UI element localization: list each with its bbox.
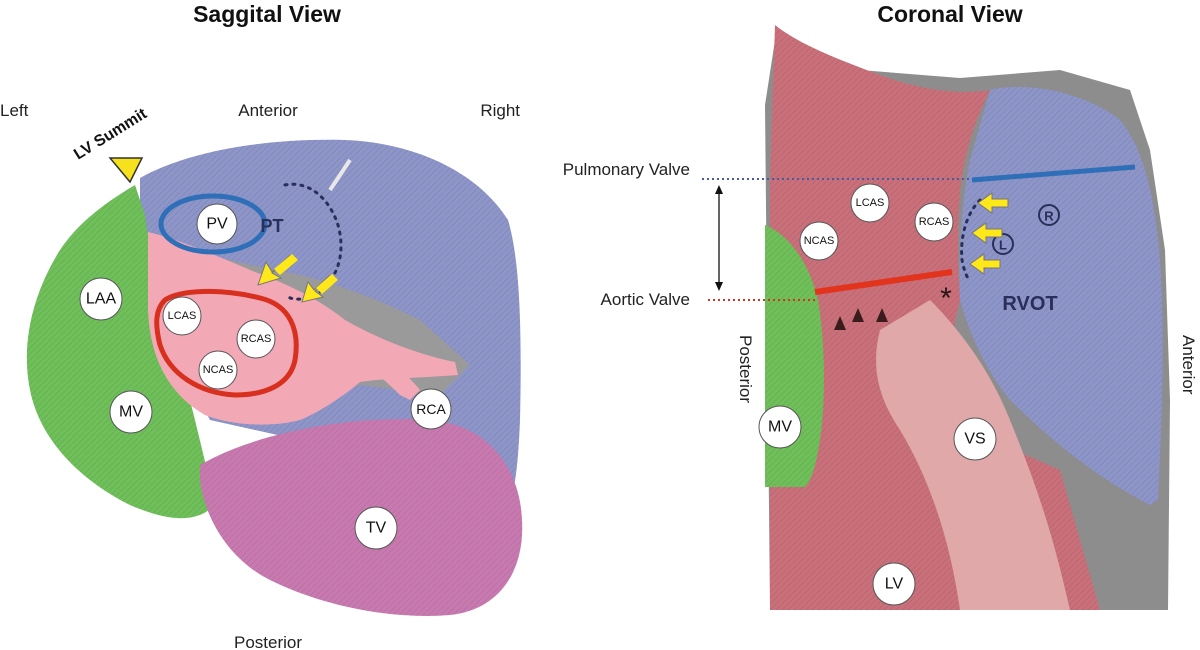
rca-circle: RCA [410,388,452,430]
r-marker: R [1038,204,1060,226]
orientation-left: Left [0,101,29,120]
rca-label: RCA [416,401,446,417]
pv-circle: PV [196,203,238,245]
posterior-label: Posterior [736,335,755,403]
pulmonary-valve-label: Pulmonary Valve [563,160,690,179]
ncas-label: NCAS [203,364,234,376]
coronal-rcas-circle: RCAS [914,202,954,242]
rvot-dotted-arc [960,198,982,280]
orientation-posterior: Posterior [234,633,302,650]
lv-label: LV [885,576,904,593]
triangle-marker-2 [852,308,864,322]
lv-summit-label: LV Summit [71,105,150,163]
l-marker: L [992,233,1014,255]
coronal-arrow-1 [977,192,1009,214]
pv-ring [158,193,268,255]
orientation-anterior: Anterior [238,101,298,120]
pt-pointer-line [328,158,352,192]
aortic-valve-line [814,269,953,295]
asterisk-marker: * [940,282,952,315]
sagittal-view: Saggital View Left Anterior Right Poster… [0,1,523,650]
valve-distance-arrowhead-bottom [715,282,723,291]
vs-label: VS [964,431,985,448]
coronal-ncas-circle: NCAS [799,221,839,261]
coronal-rcas-label: RCAS [919,216,950,228]
laa-circle: LAA [79,277,123,321]
coronal-arrow-3 [969,253,1001,275]
coronal-mv-circle: MV [758,405,802,449]
rca-branch [340,345,420,400]
tv-circle: TV [354,506,398,550]
coronal-view: Coronal View Pulmonary Valve Aortic Valv… [563,1,1198,610]
coronal-lcas-label: LCAS [856,197,885,209]
pv-label: PV [206,216,228,233]
lv-summit-marker [108,157,144,184]
cusp-ring [154,289,299,398]
coronal-mv-label: MV [768,419,792,436]
valve-distance-arrowhead-top [715,185,723,194]
triangle-marker-3 [876,308,888,322]
mv-label: MV [119,404,143,421]
lcas-label: LCAS [168,310,197,322]
pt-label: PT [260,216,283,236]
rcas-circle: RCAS [236,319,276,359]
sagittal-title: Saggital View [193,1,341,27]
vs-circle: VS [953,417,997,461]
coronal-lcas-circle: LCAS [850,183,890,223]
sagittal-arrow-1 [257,254,298,286]
coronal-title: Coronal View [877,1,1022,27]
laa-label: LAA [86,291,117,308]
rvot-texture [959,86,1163,506]
left-atrial-texture [26,185,215,519]
sagittal-arrow-2 [301,274,338,303]
orientation-right: Right [480,101,520,120]
aortic-valve-label: Aortic Valve [601,290,690,309]
coronal-ncas-label: NCAS [804,235,835,247]
r-label: R [1044,209,1054,224]
mv-circle: MV [109,390,153,434]
l-label: L [999,238,1007,253]
anterior-label: Anterior [1179,335,1198,395]
pulmonary-valve-line [971,164,1136,183]
rcas-label: RCAS [241,333,272,345]
pt-dotted-outline [283,182,343,301]
triangle-marker-1 [834,316,846,330]
lv-circle: LV [872,562,916,606]
ncas-circle: NCAS [198,350,238,390]
tv-label: TV [366,520,387,537]
coronal-arrow-2 [971,222,1003,244]
rvot-label: RVOT [1002,293,1057,315]
lcas-circle: LCAS [162,296,202,336]
